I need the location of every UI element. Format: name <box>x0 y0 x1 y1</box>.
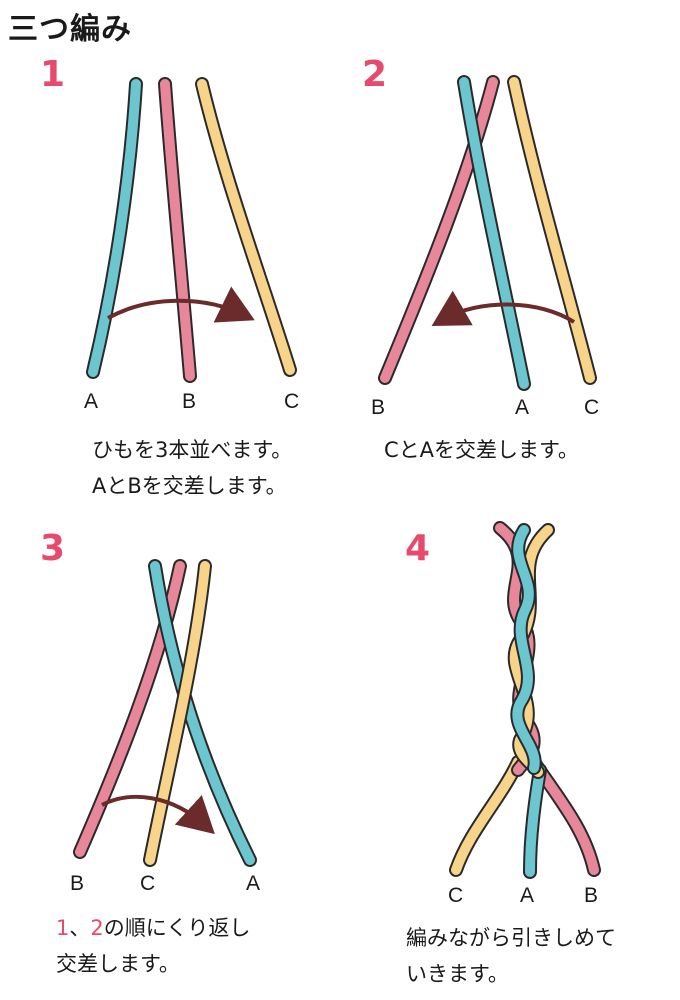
panel-1-strands <box>86 77 297 383</box>
label-panel2-b: B <box>371 396 385 419</box>
label-panel4-c: C <box>448 884 463 907</box>
caption-text: の順にくり返し <box>103 916 251 940</box>
label-panel3-c: C <box>140 872 155 895</box>
panel-2-strands <box>378 75 597 391</box>
caption-line: CとAを交差します。 <box>384 438 579 462</box>
panel-3-strands <box>73 559 257 867</box>
step-number-3: 3 <box>40 528 66 569</box>
strand-a <box>86 77 143 379</box>
caption-line: AとBを交差します。 <box>92 474 287 498</box>
label-panel3-b: B <box>70 872 84 895</box>
strand-c-tail <box>449 755 525 877</box>
arrow-a-to-b <box>107 286 255 323</box>
panel-4-strands <box>449 521 601 879</box>
strand-b <box>158 77 197 383</box>
strand-c <box>507 75 597 385</box>
label-panel4-a: A <box>520 884 534 907</box>
strand-c <box>195 77 297 377</box>
step-number-4: 4 <box>405 528 431 569</box>
panel-1-caption: ひもを3本並べます。 AとBを交差します。 <box>92 432 292 504</box>
panel-2-caption: CとAを交差します。 <box>384 432 579 468</box>
page-title: 三つ編み <box>8 12 132 47</box>
strand-a <box>457 75 531 391</box>
label-panel2-c: C <box>584 396 599 419</box>
strand-a-tail <box>523 763 547 879</box>
label-panel3-a: A <box>246 872 260 895</box>
label-panel2-a: A <box>515 396 529 419</box>
label-panel4-b: B <box>584 884 598 907</box>
strand-b <box>378 75 500 385</box>
label-panel1-c: C <box>284 390 299 413</box>
caption-line: いきます。 <box>406 962 509 986</box>
arrow-c-to-a <box>431 290 576 327</box>
caption-line: 交差します。 <box>56 952 180 976</box>
caption-line: 編みながら引きしめて <box>406 926 616 950</box>
caption-line: 1、2の順にくり返し <box>56 910 250 946</box>
step-number-2: 2 <box>362 54 388 95</box>
caption-ref-step-1: 1 <box>56 916 70 940</box>
braid-body <box>493 521 555 779</box>
step-number-1: 1 <box>40 54 66 95</box>
panel-3-caption: 1、2の順にくり返し 交差します。 <box>56 910 250 982</box>
label-panel1-a: A <box>84 390 98 413</box>
label-panel1-b: B <box>182 390 196 413</box>
strand-c <box>143 559 212 867</box>
caption-separator: 、 <box>69 916 91 940</box>
caption-line: ひもを3本並べます。 <box>92 438 293 462</box>
caption-ref-step-2: 2 <box>90 916 104 940</box>
strand-b <box>73 559 187 859</box>
panel-4-caption: 編みながら引きしめて いきます。 <box>406 920 616 992</box>
strand-a <box>148 559 257 867</box>
arrow-b-to-c <box>101 794 215 835</box>
